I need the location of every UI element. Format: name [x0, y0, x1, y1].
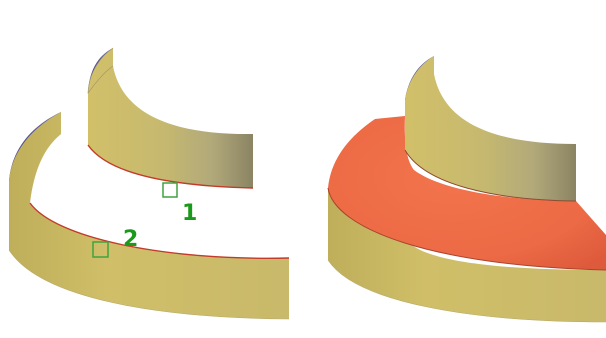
outer-wall-bottom-edge	[8, 249, 290, 320]
outer-wall-front-face	[9, 112, 289, 319]
marker-label-2: 2	[123, 227, 138, 252]
marker-label-1: 1	[182, 201, 197, 226]
inner-wall-top-edge	[87, 47, 114, 94]
inner-wall-left	[87, 47, 254, 189]
inner-wall-front-face	[88, 48, 253, 188]
outer-wall-right-bottom-edge	[327, 259, 606, 323]
inner-wall-right-bottom-edge	[404, 149, 577, 202]
outer-wall-right-face	[328, 188, 606, 322]
inner-wall-right	[404, 56, 577, 202]
outer-wall-top-edge	[29, 202, 290, 259]
marker-box-2[interactable]	[92, 241, 109, 258]
right-figure	[327, 56, 606, 323]
outer-wall-left	[8, 112, 290, 320]
filled-surface-outline	[327, 187, 606, 271]
marker-box-1[interactable]	[162, 182, 178, 198]
inner-wall-right-front-face	[405, 56, 576, 201]
left-figure: 1 2	[8, 47, 290, 320]
filled-surface[interactable]	[328, 116, 606, 270]
inner-wall-bottom-edge	[87, 144, 254, 189]
